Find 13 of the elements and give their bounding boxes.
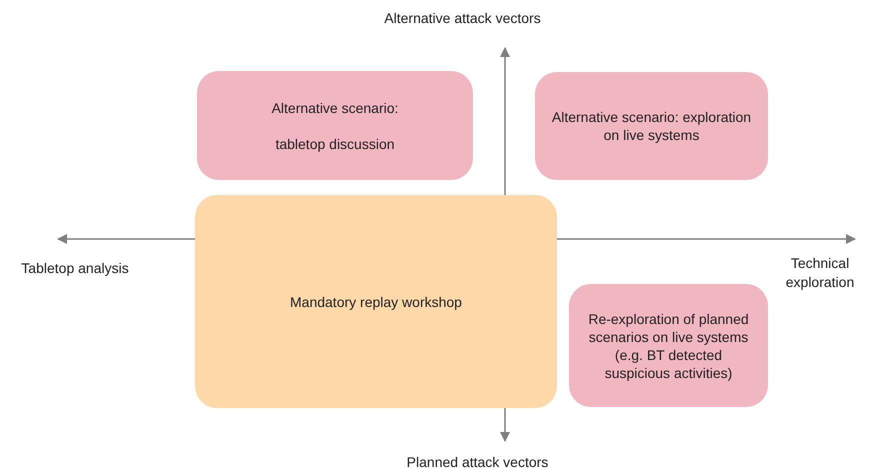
scenario-box xyxy=(197,71,473,180)
axis-label: Technical exploration xyxy=(784,254,856,292)
box-text: Mandatory replay workshop xyxy=(290,292,462,310)
axis-label: Planned attack vectors xyxy=(406,453,550,472)
box-text: Re-exploration of planned scenarios on live systems (e.g. BT detected suspicious activities) xyxy=(587,310,750,382)
scenario-box xyxy=(535,72,768,180)
axis-label: Alternative attack vectors xyxy=(383,9,542,28)
box-text: tabletop discussion xyxy=(275,134,395,152)
box-text: Alternative scenario: xyxy=(272,98,398,116)
workshop-box xyxy=(195,195,557,408)
scenario-box xyxy=(569,284,768,407)
box-text: Alternative scenario: exploration on live systems xyxy=(550,108,752,144)
axis-label: Tabletop analysis xyxy=(20,259,130,278)
